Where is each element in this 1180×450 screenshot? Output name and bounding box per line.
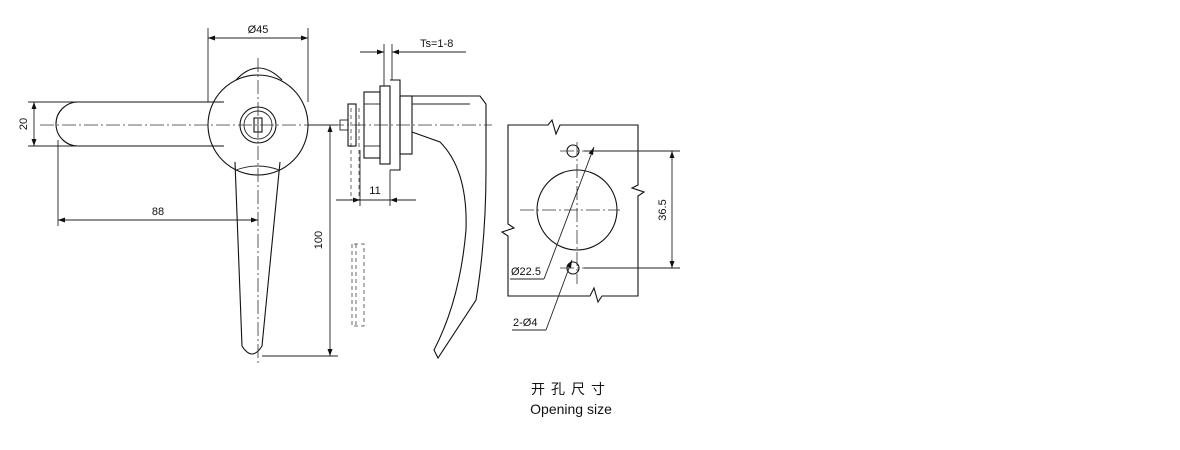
dim-diameter-45: Ø45 xyxy=(248,24,269,36)
dim-length-100: 100 xyxy=(313,231,325,249)
handle-bar xyxy=(55,101,224,147)
panel-outline xyxy=(500,118,646,304)
dim-pitch-36-5: 36.5 xyxy=(657,199,669,220)
lever xyxy=(234,161,281,355)
caption-english: Opening size xyxy=(530,401,612,417)
dim-length-88: 88 xyxy=(152,206,164,218)
dim-hole-22-5: Ø22.5 xyxy=(511,266,541,278)
dim-height-20: 20 xyxy=(18,118,30,130)
caption-chinese: 开孔尺寸 xyxy=(531,382,611,398)
dim-holes-2-4: 2-Ø4 xyxy=(513,317,537,329)
dim-depth-11: 11 xyxy=(369,185,380,197)
handle-profile xyxy=(411,95,487,360)
dim-thickness: Ts=1-8 xyxy=(420,38,453,50)
cam-plate-hidden xyxy=(351,243,365,327)
cutout-view: 36.5 Ø22.5 2-Ø4 xyxy=(500,118,680,331)
front-view: Ø45 20 88 100 xyxy=(18,24,338,364)
top-knob xyxy=(235,67,283,81)
side-view: Ts=1-8 11 xyxy=(330,38,492,360)
